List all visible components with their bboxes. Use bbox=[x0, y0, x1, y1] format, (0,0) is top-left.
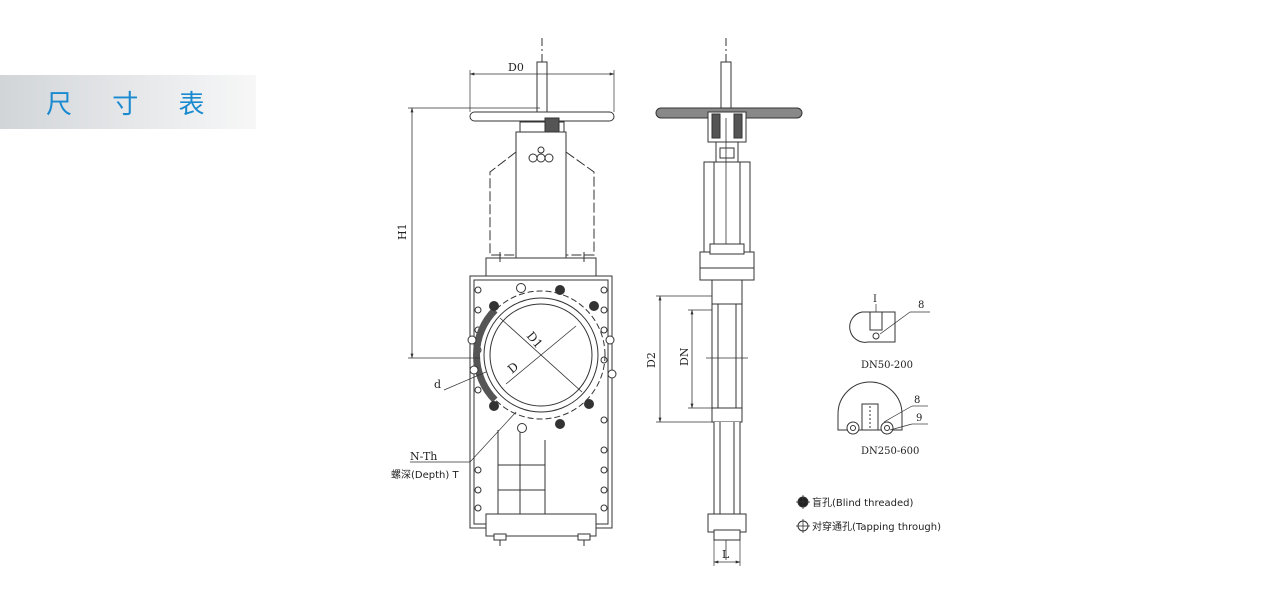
label-l: L bbox=[722, 548, 730, 561]
legend-through-label: 对穿通孔(Tapping through) bbox=[812, 520, 941, 533]
label-d0: D0 bbox=[508, 61, 524, 74]
detail-small-caption: DN50-200 bbox=[861, 360, 913, 371]
detail-large bbox=[837, 381, 928, 435]
side-view bbox=[655, 38, 803, 566]
section-title: 尺 寸 表 bbox=[46, 90, 221, 120]
label-h1: H1 bbox=[396, 223, 409, 240]
legend-blind-label: 盲孔(Blind threaded) bbox=[812, 496, 913, 509]
handwheel-front bbox=[469, 111, 615, 122]
label-small-d: d bbox=[434, 378, 441, 391]
detail-large-caption: DN250-600 bbox=[861, 446, 919, 457]
front-view bbox=[408, 38, 617, 546]
detail-small bbox=[849, 304, 930, 343]
detail-ref: I bbox=[873, 294, 877, 305]
label-n-th: N-Th bbox=[410, 450, 437, 463]
label-d2: D2 bbox=[645, 352, 658, 368]
detail-large-part-b: 9 bbox=[916, 413, 922, 424]
labels: D0 H1 D1 D d N-Th 螺深(Depth) T D2 DN L I … bbox=[391, 61, 941, 561]
detail-large-part-a: 8 bbox=[914, 395, 920, 406]
detail-small-part: 8 bbox=[918, 300, 924, 311]
title-banner: 尺 寸 表 bbox=[0, 75, 256, 129]
stem bbox=[536, 61, 548, 121]
label-depth: 螺深(Depth) T bbox=[391, 469, 459, 481]
legend-symbols bbox=[796, 495, 810, 533]
label-dn: DN bbox=[678, 347, 691, 366]
